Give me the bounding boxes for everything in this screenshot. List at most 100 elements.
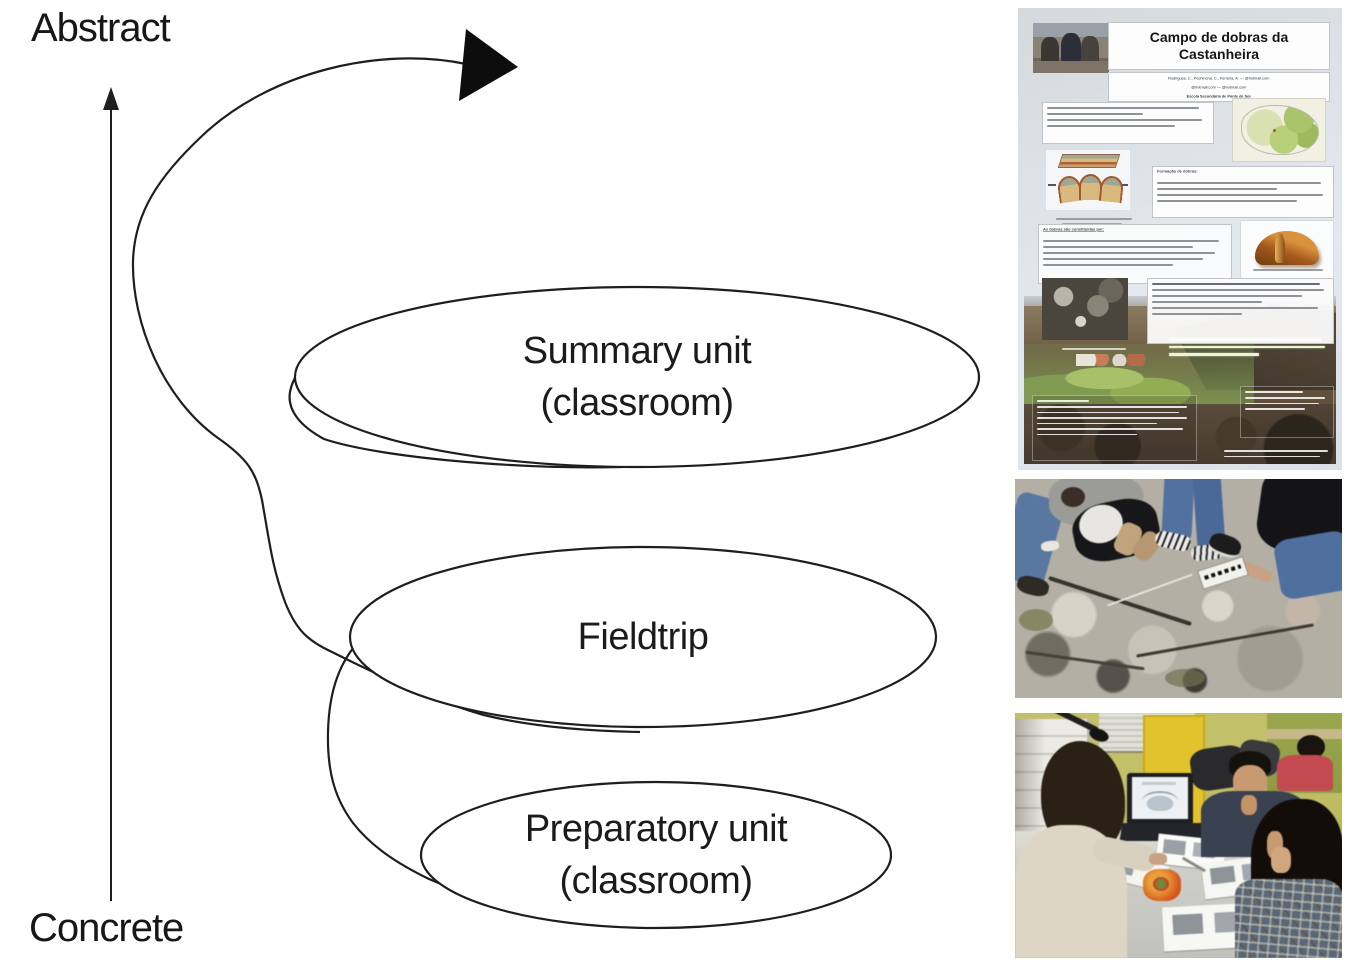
orange-pouch: [1143, 869, 1181, 901]
fieldtrip-ellipse: [348, 545, 938, 729]
paper-thumbnail: [1162, 839, 1187, 856]
fieldtrip-line1: Fieldtrip: [577, 616, 709, 658]
fold-shape: [1098, 174, 1125, 204]
summary-unit-line2: (classroom): [540, 382, 734, 424]
spiral-diagram-svg: [103, 29, 981, 930]
classroom-photo: [1015, 713, 1342, 958]
white-text-line: [1245, 402, 1319, 404]
poster-formacao-box: Formação de dobras:: [1152, 166, 1334, 218]
paper-thumbnail: [1209, 865, 1236, 885]
poster-photo: Campo de dobras da Castanheira Rodrigues…: [1018, 8, 1342, 470]
bold-white-line: [1169, 353, 1259, 356]
text-line: [1047, 125, 1175, 127]
bullet-line: [1043, 264, 1173, 266]
summary-unit-label: Summary unit (classroom): [387, 322, 887, 432]
map-region: [1241, 105, 1319, 155]
head-blob: [1061, 487, 1085, 507]
arrow-mark: [1048, 184, 1056, 186]
white-text-line: [1037, 406, 1187, 408]
white-text-line: [1245, 391, 1303, 393]
preparatory-unit-label: Preparatory unit (classroom): [456, 800, 856, 910]
white-text-line: [1037, 411, 1179, 413]
rock-foreground: [1033, 61, 1109, 73]
white-text-line: [1037, 400, 1089, 402]
bullet-line: [1043, 246, 1193, 248]
poster-rightmid-box: [1147, 278, 1334, 344]
boy-hand-chin: [1241, 795, 1257, 815]
poster-school-line: Escola Secundária de Ponte de Sor: [1186, 94, 1252, 99]
poster-rock-photo: [1042, 278, 1128, 340]
white-text-line: [1037, 428, 1183, 430]
bold-white-line: [1169, 345, 1325, 348]
poster-map-figure: [1232, 98, 1326, 162]
right-girl-plaid-shirt: [1235, 879, 1342, 958]
moss-patch: [1019, 609, 1053, 631]
text-line: [1157, 188, 1277, 190]
bullet-line: [1043, 240, 1219, 242]
map-dot: [1273, 129, 1276, 132]
poster-title-box: Campo de dobras da Castanheira: [1108, 22, 1330, 70]
poster-intro-box: [1042, 102, 1214, 144]
poster-dobras-box: As dobras são constituídas por:: [1038, 224, 1232, 284]
text-line: [1152, 295, 1302, 297]
spiral-arrowhead-icon: [459, 29, 518, 101]
white-text-line: [1245, 408, 1305, 410]
text-line: [1157, 182, 1321, 184]
preparatory-unit-ellipse: [419, 780, 893, 930]
poster-authors-line2: @hotmail.com — @hotmail.com: [1191, 85, 1247, 90]
fold-model-shape: [1255, 231, 1319, 265]
text-line: [1157, 200, 1297, 202]
summary-unit-ellipse: [293, 285, 981, 469]
spiral-summary-kiss: [288, 345, 623, 469]
person-blob: [1081, 36, 1099, 66]
white-text-line: [1037, 433, 1137, 435]
left-girl-hand: [1149, 853, 1167, 865]
poster-authors-line1: Rodrigues, C., Pechincha, C., Ferreira, …: [1168, 76, 1270, 81]
laptop-screen: [1127, 773, 1193, 825]
classroom-photo-content: [1015, 713, 1342, 958]
scale-card-marks: [1204, 564, 1242, 580]
fieldtrip-label: Fieldtrip: [443, 610, 843, 664]
white-text-line: [1037, 417, 1187, 419]
plaid-pattern: [1235, 879, 1342, 958]
white-text-line: [1245, 397, 1325, 399]
right-girl-hand: [1271, 847, 1291, 873]
poster-authors-box: Rodrigues, C., Pechincha, C., Ferreira, …: [1108, 72, 1330, 102]
axis-arrowhead-icon: [103, 87, 119, 110]
pouch-pattern: [1153, 877, 1169, 891]
person-blob: [1061, 33, 1081, 65]
abstract-label: Abstract: [31, 6, 171, 50]
fieldwork-photo: [1015, 479, 1342, 698]
overlay-photo-caption: [1220, 446, 1330, 460]
white-caption-line: [1224, 455, 1320, 457]
preparatory-unit-line2: (classroom): [559, 860, 753, 902]
text-line: [1047, 107, 1199, 109]
poster-group-photo: [1033, 23, 1109, 73]
text-line: [1047, 113, 1143, 115]
fold-model-ridge: [1275, 233, 1285, 263]
paper-thumbnail: [1172, 913, 1204, 935]
poster-title-line2: Castanheira: [1178, 46, 1260, 62]
bullet-line: [1043, 252, 1215, 254]
concrete-label: Concrete: [29, 906, 184, 950]
overlay-acknowledgements-box: [1240, 386, 1334, 438]
background-student-top: [1277, 755, 1333, 791]
village-houses: [1076, 354, 1146, 366]
laptop-display: [1132, 777, 1188, 819]
arrow-mark: [1122, 184, 1128, 186]
rock-caption-line: [1062, 348, 1126, 350]
jeans-right: [1272, 529, 1342, 601]
moss-patch: [1165, 669, 1205, 687]
text-line: [1152, 283, 1320, 285]
formacao-heading: Formação de dobras:: [1157, 169, 1198, 174]
text-line: [1152, 313, 1242, 315]
text-line: [1152, 301, 1262, 303]
summary-unit-line1: Summary unit: [522, 330, 752, 372]
preparatory-unit-line1: Preparatory unit: [524, 808, 788, 850]
dobras-heading: As dobras são constituídas por:: [1043, 227, 1105, 232]
person-blob: [1041, 37, 1059, 65]
shelf-shadow: [1015, 719, 1045, 849]
poster-3d-fold-model: [1240, 220, 1334, 280]
back-tables: [1267, 729, 1342, 739]
